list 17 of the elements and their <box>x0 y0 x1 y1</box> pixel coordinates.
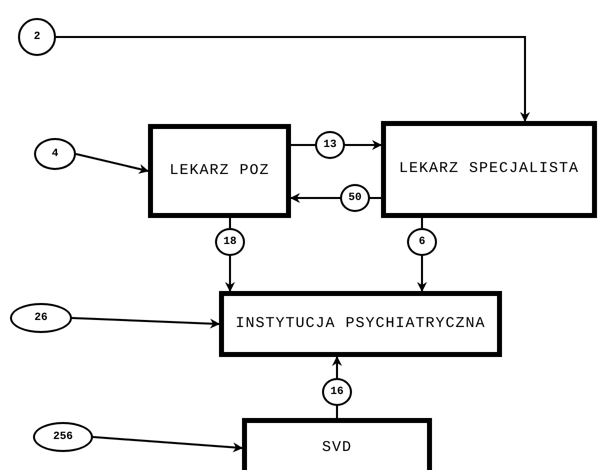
process-box: LEKARZ SPECJALISTA <box>381 121 597 218</box>
arrow <box>56 36 530 122</box>
count-oval: 2 <box>18 18 56 56</box>
edge-label: 13 <box>315 131 345 159</box>
arrow <box>76 153 149 174</box>
edge-label: 6 <box>407 228 437 256</box>
arrow <box>92 436 243 452</box>
arrow <box>72 317 220 329</box>
process-box: SVD <box>242 418 432 470</box>
count-oval: 26 <box>10 303 72 333</box>
count-oval: 256 <box>33 422 93 452</box>
process-box: LEKARZ POZ <box>148 124 291 218</box>
count-oval: 4 <box>34 138 76 170</box>
process-box: INSTYTUCJA PSYCHIATRYCZNA <box>219 291 502 357</box>
edge-label: 16 <box>322 378 352 406</box>
edge-label: 18 <box>215 228 245 256</box>
edge-label: 50 <box>340 184 370 212</box>
